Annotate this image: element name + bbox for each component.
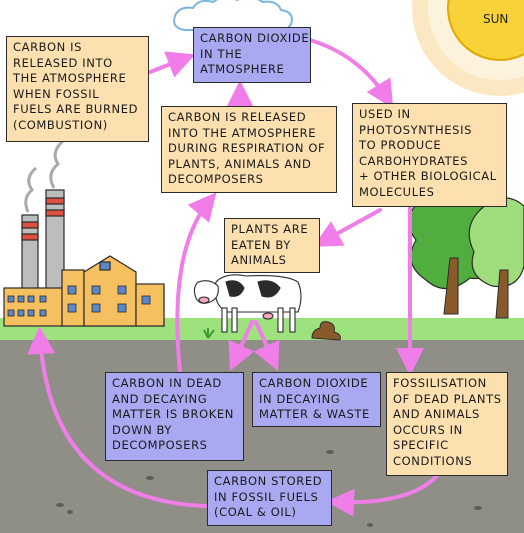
box-dead-matter-line: DOWN BY [112,422,173,437]
box-dead-matter: CARBON IN DEAD AND DECAYING MATTER IS BR… [105,372,244,461]
small-plant-icon [203,328,215,339]
box-eaten-line: ANIMALS [231,253,287,267]
cloud-icon [173,0,293,32]
box-combustion: CARBON IS RELEASED INTO THE ATMOSPHERE W… [6,36,149,142]
box-photosynthesis-line: + OTHER BIOLOGICAL [359,169,497,183]
sun-icon [412,0,524,96]
cycle-arrows [27,38,440,517]
box-dead-matter-line: CARBON IN DEAD [112,376,222,390]
box-respiration-line: DURING RESPIRATION OF [168,141,326,155]
dung-icon [311,321,341,341]
box-atmosphere-line: IN THE [200,46,243,61]
box-fossil-fuels-line: (COAL & OIL) [214,505,297,519]
box-atmosphere-line: CARBON DIOXIDE [200,31,310,45]
box-dead-matter-line: AND DECAYING [112,391,208,406]
arrow-fossilisation-to-fossil-fuels [326,473,440,517]
sun-label: SUN [483,12,509,26]
box-atmosphere: CARBON DIOXIDE IN THE ATMOSPHERE [193,27,311,83]
box-co2-decaying: CARBON DIOXIDE IN DECAYING MATTER & WAST… [252,372,381,427]
box-photosynthesis-line: CARBOHYDRATES [359,153,469,168]
box-fossilisation: FOSSILISATION OF DEAD PLANTS AND ANIMALS… [386,372,508,476]
box-atmosphere-line: ATMOSPHERE [200,62,285,76]
box-fossilisation-line: OF DEAD PLANTS [393,391,502,406]
box-fossil-fuels-line: CARBON STORED [214,474,323,488]
box-co2-decaying-line: MATTER & WASTE [259,407,370,421]
box-combustion-line: THE ATMOSPHERE [13,71,127,85]
box-fossilisation-line: AND ANIMALS [393,407,480,421]
box-fossil-fuels: CARBON STORED IN FOSSIL FUELS (COAL & OI… [207,470,332,526]
box-fossilisation-line: FOSSILISATION [393,376,487,390]
arrow-atmosphere-to-photosynthesis [308,38,394,109]
cow-icon [193,274,302,333]
box-photosynthesis-line: TO PRODUCE [359,138,442,152]
box-fossilisation-line: SPECIFIC [393,438,449,452]
box-respiration-line: CARBON IS RELEASED [168,110,307,124]
box-dead-matter-line: DECOMPOSERS [112,438,208,452]
box-photosynthesis-line: USED IN [359,107,411,121]
box-fossilisation-line: CONDITIONS [393,453,473,468]
box-photosynthesis-line: PHOTOSYNTHESIS [359,122,472,137]
arrow-combustion-to-atmosphere [148,51,196,78]
arrow-animals-to-dead-matter [228,320,255,372]
box-eaten: PLANTS ARE EATEN BY ANIMALS [224,218,320,273]
box-combustion-line: CARBON IS [13,40,82,54]
arrow-fossil-fuels-to-factory [27,326,208,508]
box-photosynthesis: USED IN PHOTOSYNTHESIS TO PRODUCE CARBOH… [352,103,507,207]
box-eaten-line: EATEN BY [231,237,291,252]
box-respiration-line: INTO THE ATMOSPHERE [168,125,317,140]
box-combustion-line: (COMBUSTION) [13,117,108,132]
box-dead-matter-line: MATTER IS BROKEN [112,407,234,421]
box-co2-decaying-line: IN DECAYING [259,391,341,406]
box-fossilisation-line: OCCURS IN [393,422,463,437]
box-fossil-fuels-line: IN FOSSIL FUELS [214,489,319,504]
factory-icon [3,138,165,327]
box-eaten-line: PLANTS ARE [231,222,309,236]
arrow-photosynthesis-to-eaten [313,208,382,247]
box-respiration-line: DECOMPOSERS [168,172,264,186]
box-photosynthesis-line: MOLECULES [359,184,435,199]
box-respiration: CARBON IS RELEASED INTO THE ATMOSPHERE D… [161,106,337,193]
box-respiration-line: PLANTS, ANIMALS AND [168,156,312,171]
trees-icon [408,190,524,319]
box-co2-decaying-line: CARBON DIOXIDE [259,376,369,390]
arrow-decomposers-to-respiration [175,192,217,374]
ground-stones [56,450,482,527]
box-combustion-line: RELEASED INTO [13,55,113,70]
arrow-animals-to-co2-decaying [253,320,280,372]
box-combustion-line: FUELS ARE BURNED [13,102,139,116]
box-combustion-line: WHEN FOSSIL [13,86,100,101]
